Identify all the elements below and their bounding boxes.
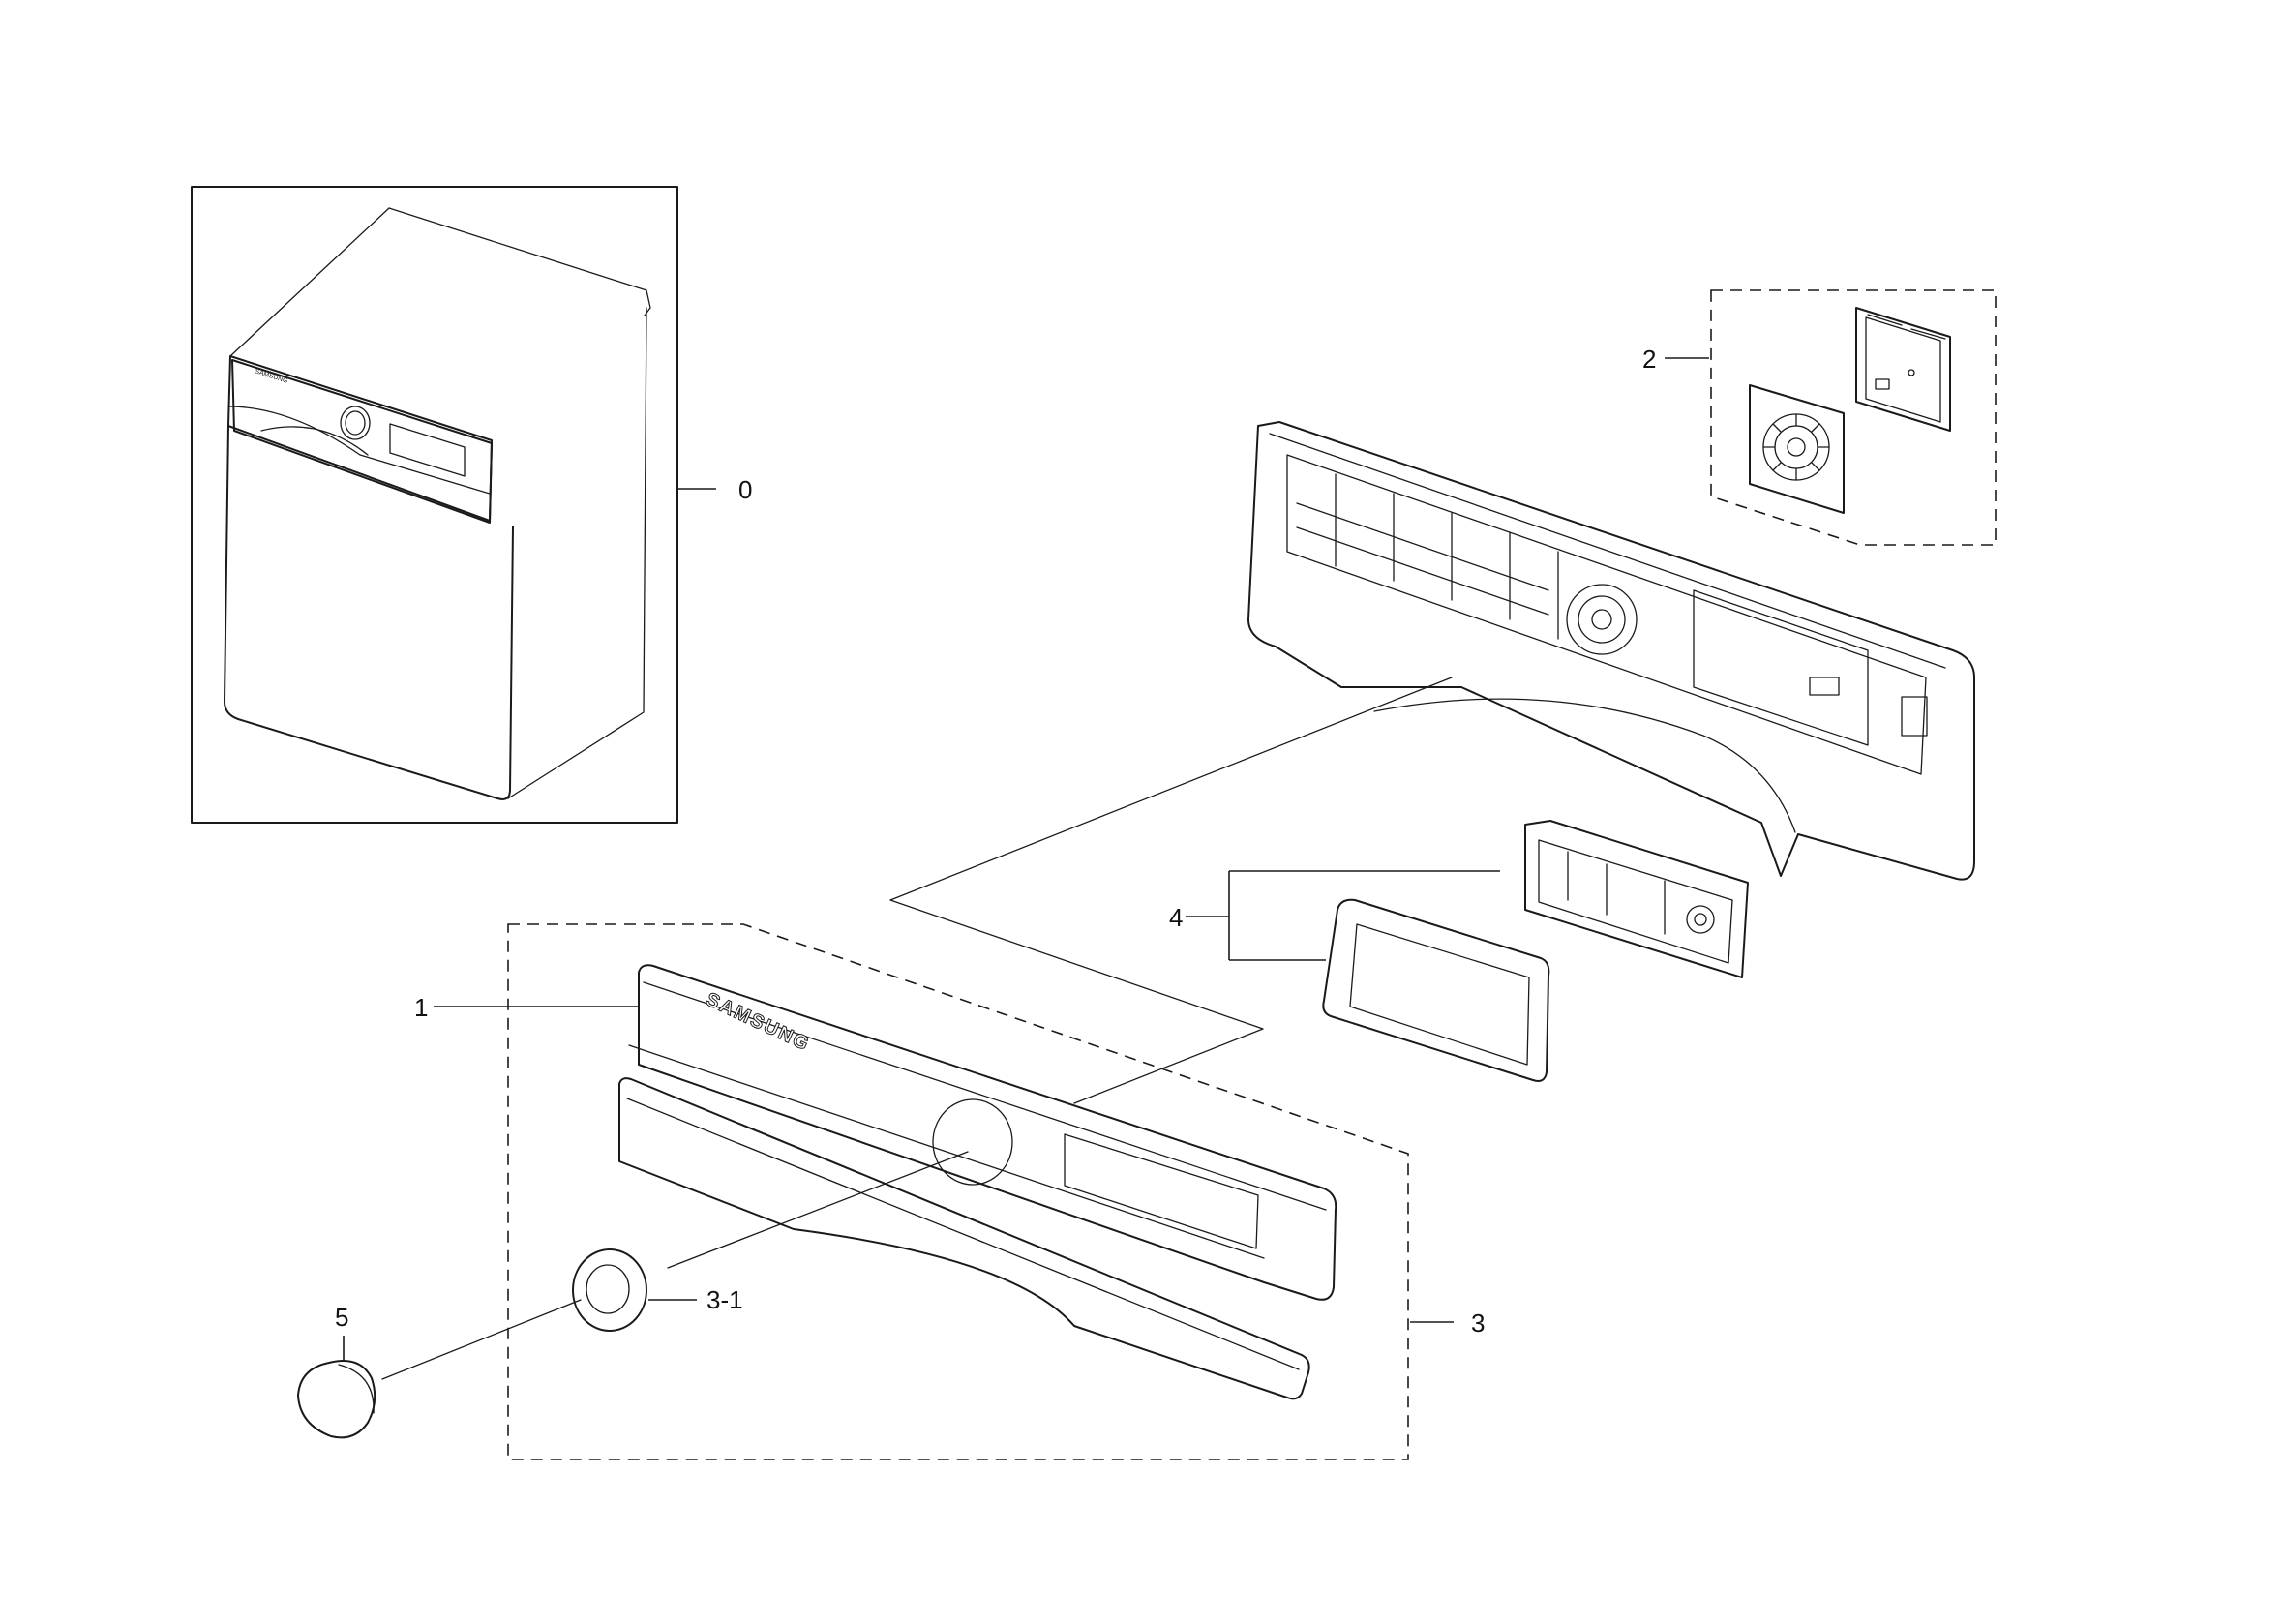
- brand-logo-text: SAMSUNG: [703, 989, 814, 1056]
- trim-strip-illustration: [618, 1077, 1310, 1400]
- callout-0: 0: [738, 475, 752, 504]
- leader-4: [1186, 870, 1500, 961]
- callout-4: 4: [1169, 903, 1183, 932]
- assembly-box: [191, 186, 678, 824]
- callout-3: 3: [1471, 1308, 1485, 1338]
- explosion-lines: [889, 677, 1453, 1104]
- knob-illustration: [297, 1360, 376, 1439]
- front-panel-illustration: SAMSUNG: [628, 964, 1337, 1301]
- callout-3-1: 3-1: [706, 1285, 743, 1314]
- callout-2: 2: [1642, 345, 1656, 374]
- dryer-cabinet-illustration: SAMSUNG: [224, 207, 651, 800]
- svg-text:SAMSUNG: SAMSUNG: [254, 368, 288, 385]
- knob-ring-axis: [667, 1151, 969, 1269]
- knob-ring-illustration: [572, 1248, 647, 1332]
- control-panel-housing-illustration: [1247, 421, 1975, 881]
- pcb-boards-illustration: [1749, 307, 1951, 514]
- knob-axis: [381, 1299, 582, 1380]
- pcb-assembly-box: [1710, 289, 1997, 546]
- callout-1: 1: [414, 993, 428, 1022]
- callout-5: 5: [335, 1303, 348, 1332]
- control-assembly-box: [507, 923, 1409, 1460]
- display-assembly-illustration: [1322, 820, 1749, 1082]
